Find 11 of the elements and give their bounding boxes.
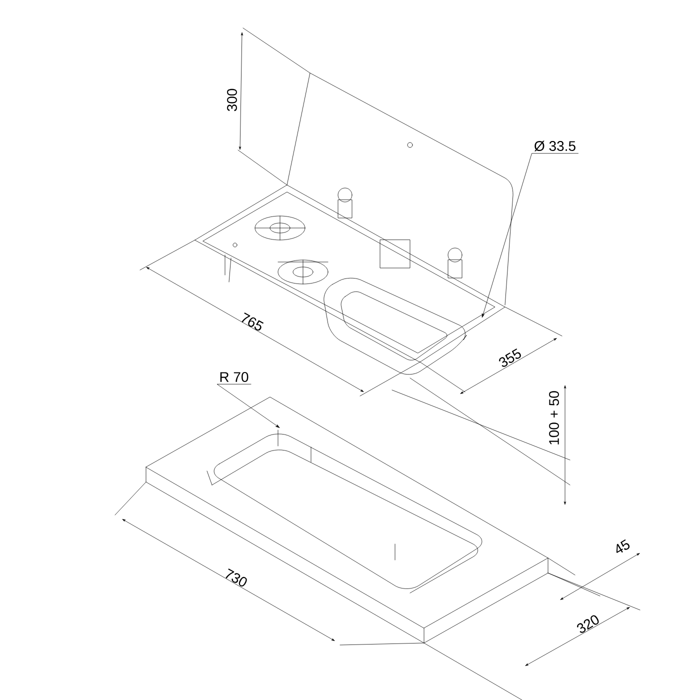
dimension-text: 355: [499, 348, 521, 367]
leader-line: [216, 384, 280, 428]
dimension-text: Ø 33.5: [534, 140, 576, 152]
dimension-text: 100 + 50: [549, 391, 559, 444]
dimension-text: R 70: [220, 372, 248, 382]
leader-line: [482, 153, 578, 318]
dimension-text: 730: [226, 568, 247, 586]
dimension-text: 300: [227, 88, 237, 112]
dimension-text: 45: [616, 539, 630, 554]
dimension-text: 765: [242, 312, 264, 331]
dimension-text: 320: [577, 615, 599, 633]
